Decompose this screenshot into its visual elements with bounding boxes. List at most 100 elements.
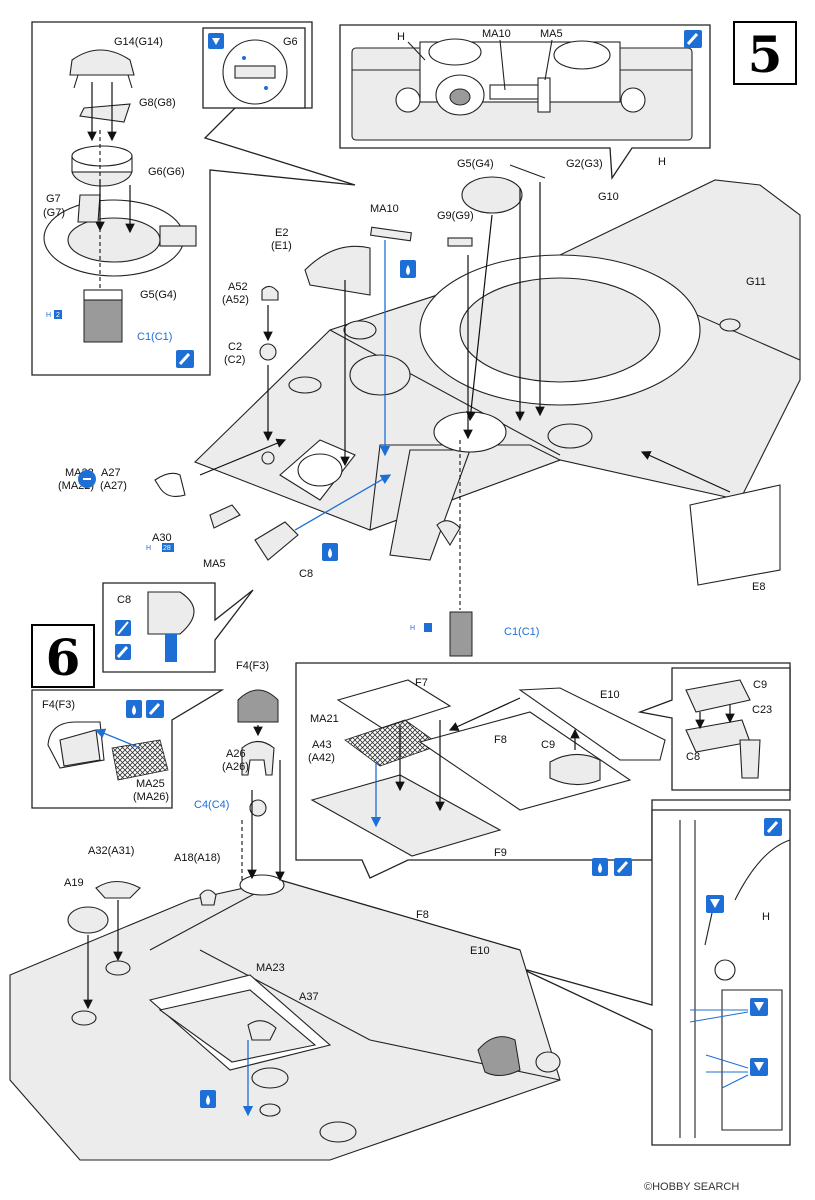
label-g5-inset: G5(G4) bbox=[140, 289, 177, 301]
label-a27: A27 bbox=[101, 467, 121, 479]
label-h-ref: H bbox=[46, 312, 51, 319]
marker-icon bbox=[115, 644, 131, 660]
step6-inset-f4: F4(F3) MA25 (MA26) bbox=[31, 689, 225, 809]
label-a42: (A42) bbox=[308, 752, 335, 764]
option-icon bbox=[78, 470, 96, 488]
ref-num-28: 28 bbox=[163, 545, 171, 552]
label-ma10-top: MA10 bbox=[482, 28, 511, 40]
label-ma10: MA10 bbox=[370, 203, 399, 215]
label-e1: (E1) bbox=[271, 240, 292, 252]
label-g8: G8(G8) bbox=[139, 97, 176, 109]
step5-hull bbox=[194, 179, 801, 586]
marker-icon bbox=[614, 858, 632, 876]
label-g2: G2(G3) bbox=[566, 158, 603, 170]
label-e8: E8 bbox=[752, 581, 765, 593]
cut-icon bbox=[115, 620, 131, 636]
step-5: 5 H MA10 MA5 bbox=[31, 21, 801, 673]
step-6-number-box: 6 bbox=[31, 624, 95, 688]
label-g7: G7 bbox=[46, 193, 61, 205]
label-g14: G14(G14) bbox=[114, 36, 163, 48]
step6-inset-c9: C9 C23 C8 bbox=[637, 667, 791, 791]
label-c23: C23 bbox=[752, 704, 772, 716]
label-ma5-top: MA5 bbox=[540, 28, 563, 40]
c8-detail: C8 bbox=[102, 582, 254, 673]
step-5-number-box: 5 bbox=[733, 21, 797, 85]
paint-icon bbox=[704, 895, 724, 946]
label-f8: F8 bbox=[416, 909, 429, 921]
step6-parts bbox=[67, 689, 285, 1117]
label-h: H bbox=[658, 156, 666, 168]
paint-icon bbox=[750, 998, 768, 1016]
label-g11: G11 bbox=[746, 276, 766, 288]
paint-icon bbox=[592, 858, 608, 876]
label-e10-inset: E10 bbox=[600, 689, 620, 701]
paint-icon bbox=[126, 700, 142, 718]
label-c8-detail: C8 bbox=[117, 594, 131, 606]
label-c4: C4(C4) bbox=[194, 799, 229, 811]
paint-icon bbox=[200, 1090, 216, 1108]
label-g9: G9(G9) bbox=[437, 210, 474, 222]
step6-hull bbox=[9, 879, 561, 1161]
label-a37: A37 bbox=[299, 991, 319, 1003]
label-f4-inset: F4(F3) bbox=[42, 699, 75, 711]
step6-inset-marker: H bbox=[519, 809, 791, 1146]
step6-labels: F4(F3) A26 (A26) C4(C4) A32(A31) A18(A18… bbox=[64, 660, 490, 1108]
step5-inset-top: H MA10 MA5 bbox=[339, 24, 711, 180]
label-h-ref-c1: H bbox=[410, 625, 415, 632]
watermark: ©HOBBY SEARCH bbox=[644, 1181, 739, 1193]
label-a26-paren: (A26) bbox=[222, 761, 249, 773]
label-g6-small: G6 bbox=[283, 36, 298, 48]
marker-icon bbox=[684, 30, 702, 48]
label-h-top: H bbox=[397, 31, 405, 43]
paint-icon bbox=[322, 543, 338, 561]
watermark-text: ©HOBBY SEARCH bbox=[644, 1181, 739, 1193]
label-c1: C1(C1) bbox=[504, 626, 539, 638]
label-h-ref-a30: H bbox=[146, 545, 151, 552]
step-6-number: 6 bbox=[46, 628, 81, 687]
marker-icon bbox=[146, 700, 164, 718]
label-c2: C2 bbox=[228, 341, 242, 353]
label-f8-inset: F8 bbox=[494, 734, 507, 746]
label-e2: E2 bbox=[275, 227, 288, 239]
label-c2-paren: (C2) bbox=[224, 354, 245, 366]
label-a52-paren: (A52) bbox=[222, 294, 249, 306]
label-c9: C9 bbox=[753, 679, 767, 691]
marker-icon bbox=[176, 350, 194, 368]
label-a30: A30 bbox=[152, 532, 172, 544]
label-e10: E10 bbox=[470, 945, 490, 957]
marker-icon bbox=[764, 818, 782, 836]
label-ma26: (MA26) bbox=[133, 791, 169, 803]
ref-num: 2 bbox=[56, 312, 60, 319]
paint-icon bbox=[750, 1058, 768, 1076]
label-ma5: MA5 bbox=[203, 558, 226, 570]
step5-labels: G5(G4) G2(G3) H G10 MA10 E2 (E1) G9(G9) … bbox=[58, 156, 766, 638]
label-g6: G6(G6) bbox=[148, 166, 185, 178]
label-f9: F9 bbox=[494, 847, 507, 859]
label-a32: A32(A31) bbox=[88, 845, 134, 857]
step5-inset-left: G6 G14(G14) G8(G8) G6(G6 bbox=[31, 21, 356, 376]
step-5-number: 5 bbox=[748, 25, 783, 84]
step-6: 6 F4(F3) MA25 (MA26) bbox=[9, 624, 791, 1161]
label-a26: A26 bbox=[226, 748, 246, 760]
paint-icon bbox=[208, 33, 224, 49]
label-a18: A18(A18) bbox=[174, 852, 220, 864]
label-a43: A43 bbox=[312, 739, 332, 751]
label-f4: F4(F3) bbox=[236, 660, 269, 672]
label-a52: A52 bbox=[228, 281, 248, 293]
label-c1-inset: C1(C1) bbox=[137, 331, 172, 343]
label-f7: F7 bbox=[415, 677, 428, 689]
label-a27-paren: (A27) bbox=[100, 480, 127, 492]
label-c8-c9inset: C8 bbox=[686, 751, 700, 763]
label-g7-paren: (G7) bbox=[43, 207, 65, 219]
label-ma25: MA25 bbox=[136, 778, 165, 790]
label-h-marker: H bbox=[762, 911, 770, 923]
label-ma23: MA23 bbox=[256, 962, 285, 974]
label-g10: G10 bbox=[598, 191, 619, 203]
paint-icon bbox=[400, 260, 416, 278]
label-ma21: MA21 bbox=[310, 713, 339, 725]
label-a19: A19 bbox=[64, 877, 84, 889]
label-c9-inset: C9 bbox=[541, 739, 555, 751]
label-g5: G5(G4) bbox=[457, 158, 494, 170]
step5-parts bbox=[154, 164, 546, 657]
